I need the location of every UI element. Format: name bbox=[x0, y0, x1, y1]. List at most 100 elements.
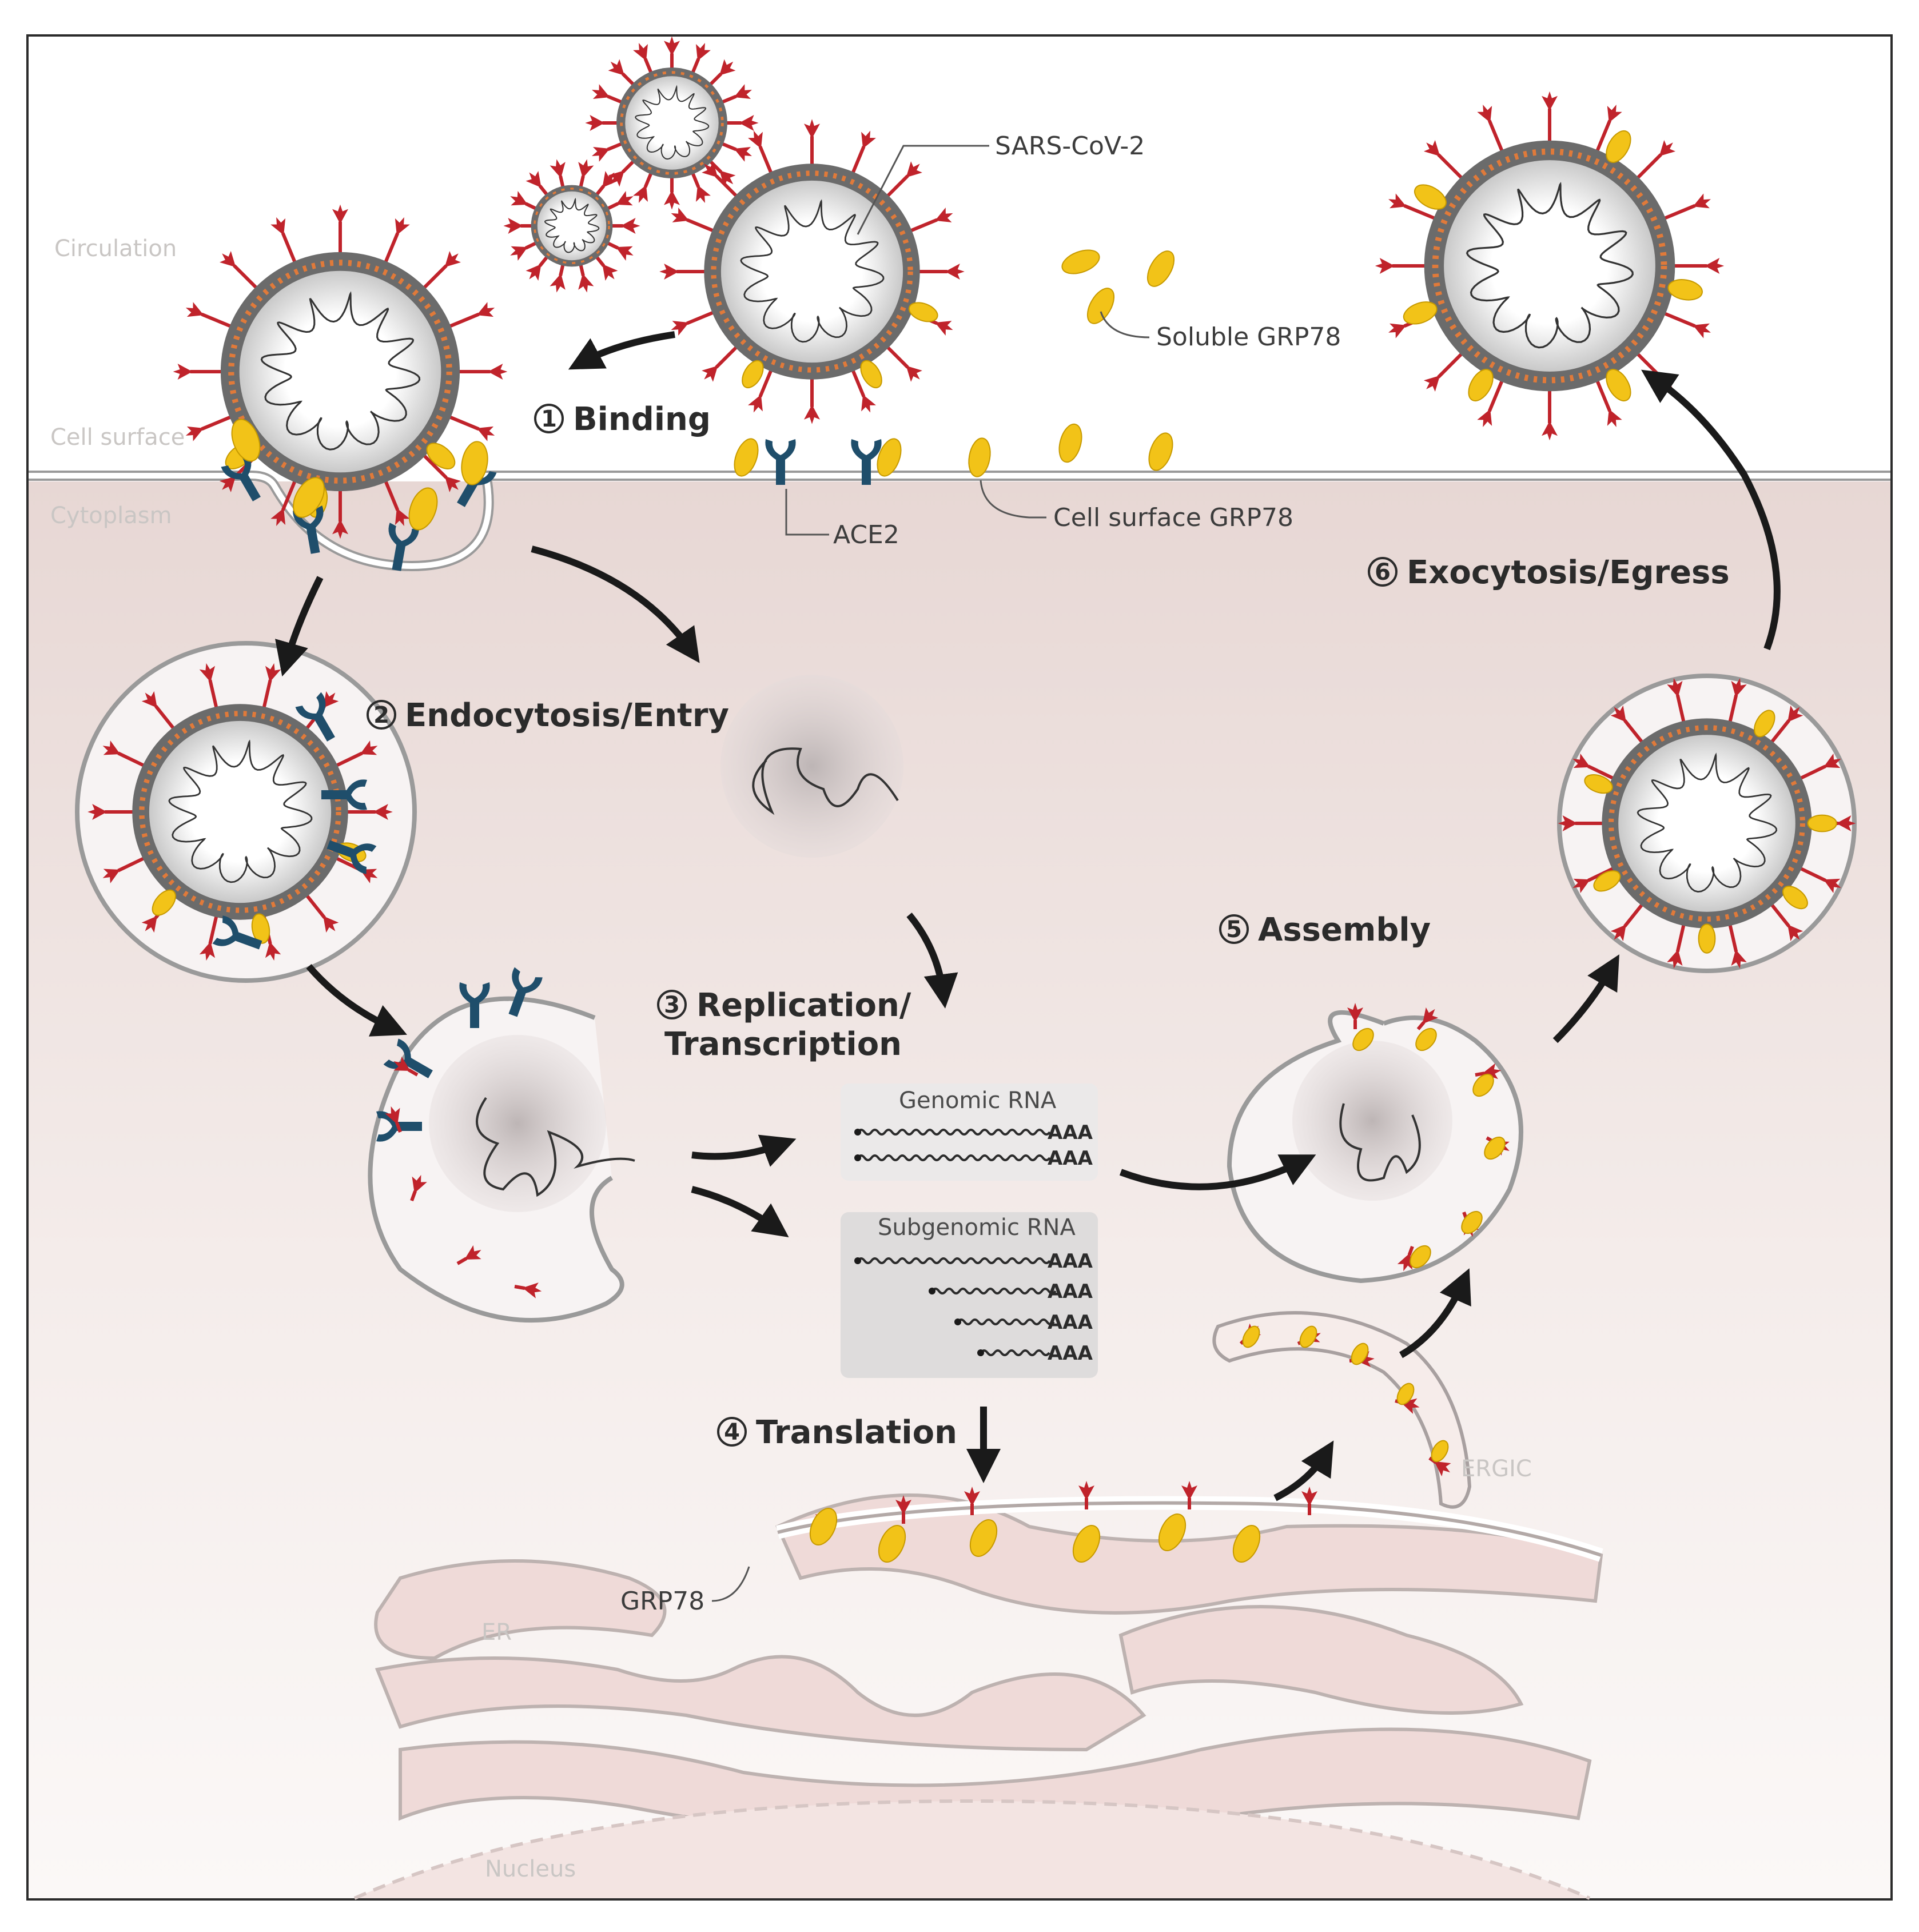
polya-tail: AAA bbox=[1048, 1280, 1093, 1303]
grp78-protein bbox=[1468, 369, 1494, 401]
grp78-protein bbox=[1061, 249, 1100, 274]
polya-tail: AAA bbox=[1048, 1121, 1093, 1144]
spike-protein bbox=[1423, 351, 1464, 392]
callout-line-soluble-grp78 bbox=[1100, 311, 1150, 338]
ergic-compartment bbox=[1212, 1311, 1472, 1509]
assembly-rna-blob bbox=[1292, 1041, 1452, 1201]
ace2-receptor bbox=[295, 692, 335, 742]
arrow-ergic-to-assembly bbox=[1399, 1268, 1471, 1359]
spike-protein bbox=[141, 691, 176, 731]
grp78-protein bbox=[877, 438, 902, 477]
region-label-circulation: Circulation bbox=[54, 236, 177, 262]
spike-protein bbox=[510, 241, 537, 261]
region-label-nucleus: Nucleus bbox=[485, 1856, 576, 1882]
spike-protein bbox=[691, 172, 711, 204]
spike-protein bbox=[1423, 140, 1464, 181]
step-label: Binding bbox=[573, 401, 711, 438]
spike-protein bbox=[1728, 678, 1747, 724]
spike-protein bbox=[510, 190, 537, 210]
label-soluble-grp78: Soluble GRP78 bbox=[1156, 322, 1341, 352]
ace2-receptor bbox=[212, 915, 262, 950]
spike-protein bbox=[383, 217, 410, 264]
spike-protein bbox=[383, 479, 410, 527]
spike-protein bbox=[607, 190, 634, 210]
ace2-receptor bbox=[851, 439, 882, 485]
ace2-receptor bbox=[459, 982, 490, 1028]
spike-protein bbox=[709, 59, 736, 86]
virus-particles bbox=[87, 36, 1856, 969]
grp78-protein bbox=[1414, 184, 1447, 210]
rna-strands bbox=[854, 1129, 1057, 1356]
spike-protein bbox=[721, 142, 753, 162]
step-label: Replication/ bbox=[696, 987, 911, 1024]
grp78-protein bbox=[1232, 1525, 1261, 1563]
grp78-protein bbox=[908, 302, 938, 322]
grp78-protein bbox=[293, 477, 325, 518]
arrow-binding-to-uncoating bbox=[531, 545, 700, 663]
spike-protein bbox=[895, 1495, 911, 1524]
polya-tail: AAA bbox=[1048, 1147, 1093, 1170]
egress-virion bbox=[1375, 91, 1725, 441]
grp78-protein bbox=[152, 889, 176, 916]
arrow-virus-to-binding bbox=[568, 331, 675, 370]
released-rna-strand bbox=[752, 747, 899, 815]
nucleus-envelope bbox=[353, 1799, 1591, 1900]
step-endocytosis-entry: 2 Endocytosis/Entry bbox=[367, 697, 729, 734]
grp78-protein bbox=[809, 1508, 838, 1545]
label-grp78: GRP78 bbox=[620, 1587, 704, 1616]
spike-protein bbox=[1477, 379, 1504, 427]
step-label: Exocytosis/Egress bbox=[1407, 554, 1730, 591]
ace2-receptor bbox=[388, 523, 419, 571]
spike-protein bbox=[102, 740, 146, 768]
spike-protein bbox=[633, 172, 653, 204]
grp78-protein bbox=[1606, 369, 1631, 401]
spike-protein bbox=[346, 804, 393, 820]
step-number-badge bbox=[534, 404, 564, 433]
step-number-badge bbox=[717, 1417, 747, 1447]
grp78-protein bbox=[969, 1519, 998, 1557]
spike-protein bbox=[1572, 753, 1615, 780]
grp78-protein bbox=[1299, 1325, 1317, 1348]
label-ace2: ACE2 bbox=[833, 520, 899, 549]
spike-protein bbox=[578, 159, 594, 188]
spike-protein bbox=[87, 804, 134, 820]
spike-protein bbox=[585, 115, 618, 131]
rna-strand-endosome bbox=[476, 1097, 635, 1197]
grp78-protein bbox=[1072, 1525, 1101, 1563]
spike-protein bbox=[1673, 258, 1725, 274]
grp78-protein bbox=[1754, 710, 1775, 738]
region-label-cytoplasm: Cytoplasm bbox=[50, 503, 172, 529]
spike-protein bbox=[335, 740, 378, 768]
step-number: 6 bbox=[1375, 559, 1391, 585]
spike-protein bbox=[421, 250, 461, 290]
membrane-proteins bbox=[385, 1003, 1510, 1563]
spike-protein bbox=[305, 893, 339, 933]
grp78-protein bbox=[1410, 1245, 1431, 1269]
spike-protein bbox=[102, 856, 146, 883]
spike-protein bbox=[1667, 923, 1686, 969]
uncoating-blob-endosome bbox=[429, 1035, 606, 1212]
ace2-receptor bbox=[321, 779, 367, 810]
grp78-protein bbox=[1698, 923, 1716, 954]
spike-protein bbox=[456, 1245, 481, 1265]
grp78-protein bbox=[251, 913, 270, 944]
callout-lines bbox=[711, 145, 1150, 1602]
ace2-receptor bbox=[765, 439, 796, 485]
spike-protein bbox=[262, 663, 281, 710]
grp78-protein bbox=[1484, 1136, 1506, 1160]
spike-protein bbox=[410, 1174, 427, 1202]
spike-protein bbox=[1769, 902, 1803, 942]
spike-protein bbox=[702, 161, 739, 198]
spike-protein bbox=[525, 171, 548, 196]
callout-line-grp78 bbox=[711, 1566, 750, 1602]
spike-protein bbox=[185, 302, 233, 329]
spike-protein bbox=[1558, 815, 1604, 831]
spike-protein bbox=[448, 415, 495, 441]
ace2-receptor bbox=[327, 840, 377, 874]
spike-protein bbox=[748, 368, 773, 413]
grp78-protein bbox=[1086, 288, 1115, 324]
spike-protein bbox=[1375, 258, 1427, 274]
